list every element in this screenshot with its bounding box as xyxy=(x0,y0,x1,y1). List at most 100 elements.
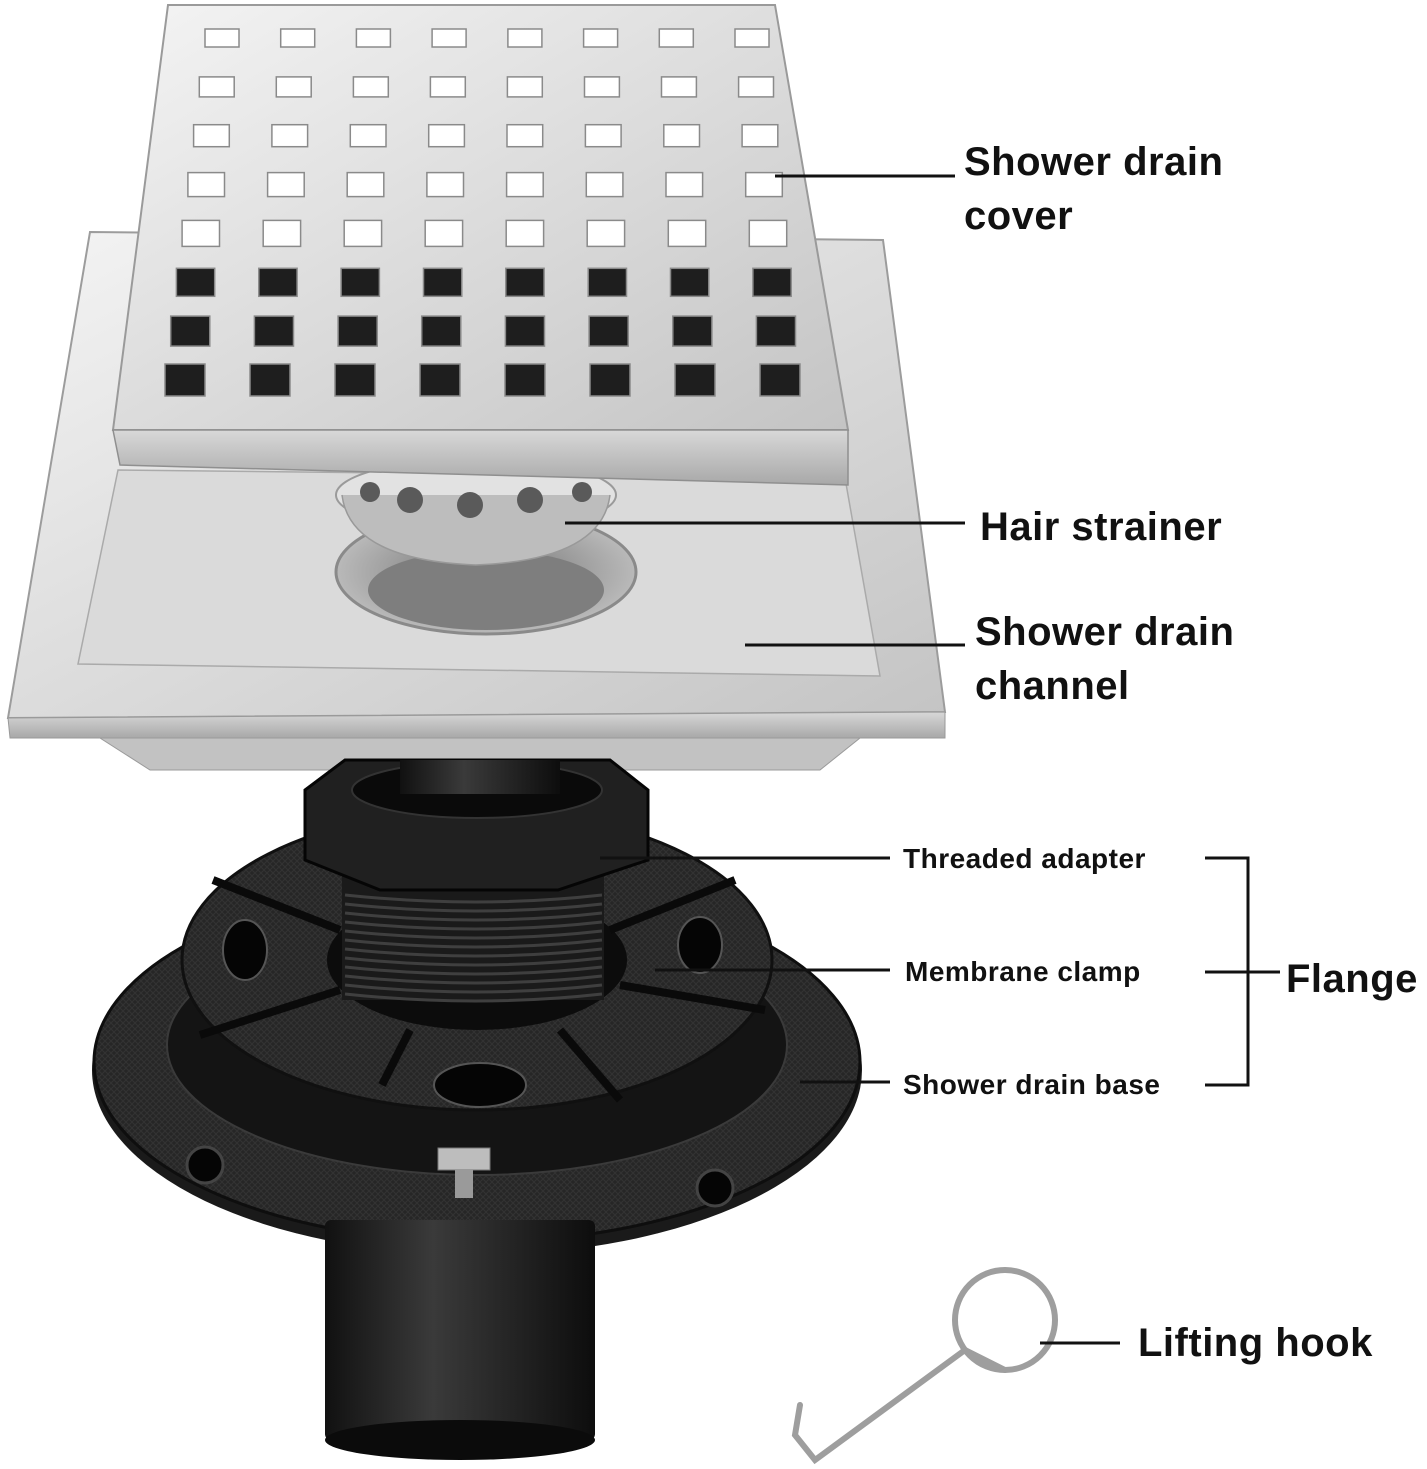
grate-hole xyxy=(506,123,544,148)
grate-hole xyxy=(349,123,387,148)
grate-hole xyxy=(164,363,206,397)
thread-ridge xyxy=(344,893,603,904)
grate-hole xyxy=(334,363,376,397)
grate-hole xyxy=(346,171,385,198)
outlet-pipe xyxy=(325,1220,595,1440)
grate-hole xyxy=(424,219,464,248)
thread-ridge xyxy=(344,965,603,976)
grate-hole xyxy=(275,76,312,98)
grate-hole xyxy=(431,28,467,48)
grate-hole xyxy=(584,123,622,148)
label-channel-line2: channel xyxy=(975,664,1130,708)
grate-hole xyxy=(279,28,316,48)
grate-hole xyxy=(755,315,797,347)
grate-hole xyxy=(175,267,216,298)
grate-hole xyxy=(169,315,211,347)
grate-hole xyxy=(337,315,378,347)
grate-hole xyxy=(181,219,221,248)
label-shower-drain-base: Shower drain base xyxy=(903,1069,1161,1100)
grate-hole xyxy=(741,123,779,148)
grate-hole xyxy=(422,267,463,298)
grate-hole xyxy=(586,219,626,248)
shower-drain-cover xyxy=(111,4,850,486)
grate-hole xyxy=(506,76,544,98)
slot-left xyxy=(222,919,268,981)
thread-ridge xyxy=(344,992,603,1003)
grate-hole xyxy=(504,363,546,397)
grate-hole xyxy=(198,76,235,98)
grate-hole xyxy=(660,76,698,98)
screw-hole-left xyxy=(185,1145,225,1185)
label-flange: Flange xyxy=(1286,957,1418,1001)
grate-hole xyxy=(674,363,716,397)
label-lifting-hook: Lifting hook xyxy=(1138,1321,1373,1365)
grate-hole xyxy=(340,267,381,298)
grate-hole xyxy=(249,363,291,397)
grate-hole xyxy=(271,123,309,148)
cover-grate-holes xyxy=(164,28,801,397)
grate-hole xyxy=(429,76,467,98)
grate-hole xyxy=(505,267,545,298)
grate-hole xyxy=(667,219,707,248)
keyhole-slot xyxy=(433,1062,527,1108)
grate-hole xyxy=(665,171,704,198)
grate-hole xyxy=(752,267,792,298)
thread-ridge xyxy=(344,956,603,967)
grate-hole xyxy=(426,171,465,198)
label-membrane-clamp: Membrane clamp xyxy=(905,956,1141,987)
grate-hole xyxy=(585,171,624,198)
label-shower-drain-channel: Shower drain channel xyxy=(975,605,1234,713)
grate-hole xyxy=(419,363,461,397)
grate-hole xyxy=(420,315,462,347)
thread-ridge xyxy=(344,947,603,958)
lifting-hook xyxy=(791,1267,1058,1465)
grate-hole xyxy=(262,219,302,248)
grate-hole xyxy=(352,76,390,98)
grate-hole xyxy=(744,171,784,198)
thread-ridge xyxy=(344,911,603,922)
label-shower-drain-cover: Shower drain cover xyxy=(964,135,1223,243)
grate-hole xyxy=(663,123,701,148)
grate-hole xyxy=(672,315,713,347)
grate-hole xyxy=(507,28,543,48)
grate-hole xyxy=(589,363,631,397)
grate-hole xyxy=(748,219,788,248)
thread-ridge xyxy=(344,920,603,931)
grate-hole xyxy=(258,267,298,298)
grate-hole xyxy=(582,28,619,48)
threaded-adapter xyxy=(303,758,650,1003)
grate-hole xyxy=(253,315,295,347)
screw-hole-right xyxy=(695,1168,735,1208)
grate-hole xyxy=(734,28,770,48)
leader-lines xyxy=(565,174,1280,1345)
thread-ridge xyxy=(344,983,603,994)
thread-ridge xyxy=(344,929,603,940)
grate-hole xyxy=(658,28,695,48)
grate-hole xyxy=(187,171,226,198)
thread-ridge xyxy=(344,974,603,985)
grate-hole xyxy=(427,123,466,148)
grate-hole xyxy=(505,219,545,248)
grate-hole xyxy=(355,28,392,48)
grate-hole xyxy=(192,123,231,148)
grate-hole xyxy=(759,363,801,397)
label-threaded-adapter: Threaded adapter xyxy=(903,843,1146,874)
grate-hole xyxy=(583,76,621,98)
grate-hole xyxy=(204,28,240,48)
slot-right xyxy=(677,916,723,974)
grate-hole xyxy=(669,267,710,298)
label-cover-line1: Shower drain xyxy=(964,140,1224,184)
grate-hole xyxy=(588,315,629,347)
grate-hole xyxy=(587,267,628,298)
grate-hole xyxy=(505,171,544,198)
grate-hole xyxy=(737,76,775,98)
grate-hole xyxy=(343,219,383,248)
thread-ridge xyxy=(344,902,603,913)
grate-hole xyxy=(504,315,546,347)
grate-hole xyxy=(266,171,305,198)
label-channel-line1: Shower drain xyxy=(975,610,1235,654)
label-cover-line2: cover xyxy=(964,194,1074,238)
label-hair-strainer: Hair strainer xyxy=(980,505,1223,549)
thread-ridge xyxy=(344,938,603,949)
